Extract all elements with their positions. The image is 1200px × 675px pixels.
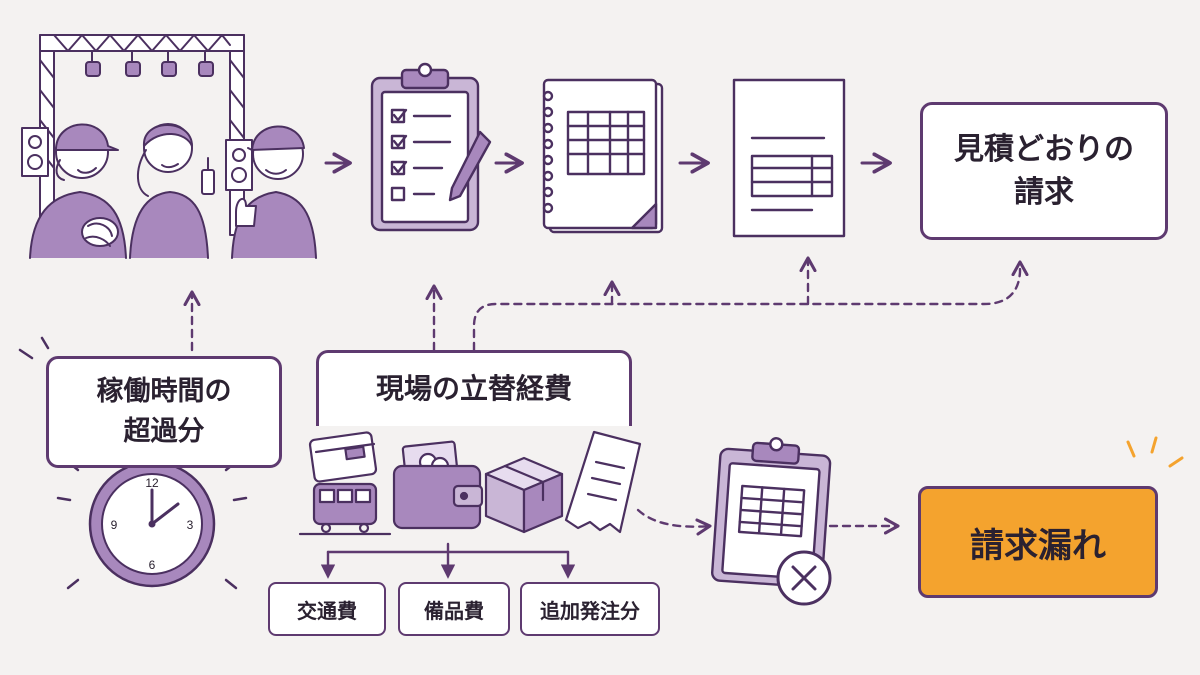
highlight-sparks [1126,436,1184,468]
overtime-box: 稼働時間の 超過分 [46,356,282,468]
clock-numeral-3: 3 [187,518,194,532]
billing-omission-box: 請求漏れ [918,486,1158,598]
wallet-cash-icon [392,440,484,530]
supplies-category: 備品費 [398,582,510,636]
estimate-billing-box: 見積どおりの 請求 [920,102,1168,240]
clock-numeral-6: 6 [149,558,156,572]
receipt-icon [564,430,642,534]
x-mark-icon [776,550,832,606]
transport-category: 交通費 [268,582,386,636]
expense-category-bracket [320,542,576,579]
clock-numeral-9: 9 [111,518,118,532]
cardboard-box-icon [484,456,564,534]
ic-card-train-icon [298,431,392,536]
spiral-notebook-table-icon [542,78,664,234]
clock-icon: 12 3 6 9 [18,336,248,590]
clock-numeral-12: 12 [145,476,159,490]
dashed-connectors [192,258,1020,527]
checklist-clipboard-icon [370,62,492,232]
invoice-document-icon [732,78,846,238]
advance-expenses-box: 現場の立替経費 [316,350,632,426]
event-staff-stage-icon [21,34,317,259]
additional-order-category: 追加発注分 [520,582,660,636]
